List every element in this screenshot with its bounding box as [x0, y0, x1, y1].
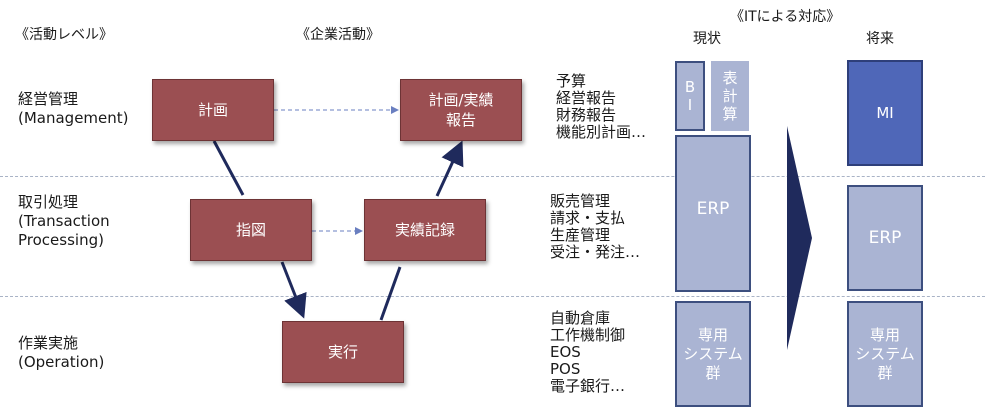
dedicated-future-box: 専用 システム 群 [847, 301, 923, 407]
dedicated-label: システム [855, 344, 915, 363]
level-name-en: (Operation) [18, 353, 105, 371]
activities-header: 《企業活動》 [296, 27, 380, 43]
execute-label: 実行 [327, 343, 358, 361]
dedicated-label: 専用 [697, 325, 728, 344]
mi-label: MI [876, 104, 894, 122]
list-item: 工作機制御 [550, 326, 626, 344]
list-item: POS [550, 360, 581, 378]
list-item: 機能別計画… [556, 123, 647, 141]
bi-char: B [684, 78, 696, 96]
levels-header: 《活動レベル》 [15, 27, 113, 43]
bi-char: I [687, 96, 693, 114]
erp-label: ERP [868, 228, 902, 248]
plan-label: 計画 [197, 101, 228, 119]
flow-line [379, 266, 402, 321]
bi-box: B I [675, 61, 705, 131]
list-item: EOS [550, 343, 581, 361]
spreadsheet-box: 表 計 算 [711, 61, 749, 131]
transition-arrow [787, 126, 812, 350]
separator-line [0, 296, 985, 297]
flow-arrow [435, 140, 464, 197]
current-header: 現状 [693, 31, 721, 47]
flow-line [212, 140, 245, 196]
level-name: 取引処理 [18, 193, 79, 211]
record-label: 実績記録 [394, 221, 455, 239]
flow-arrow [280, 261, 307, 319]
list-item: 財務報告 [556, 106, 617, 124]
list-item: 請求・支払 [550, 209, 626, 227]
record-box: 実績記録 [364, 199, 486, 261]
mi-box: MI [847, 60, 923, 166]
level-transaction: 取引処理 (Transaction Processing) [18, 193, 110, 250]
list-item: 受注・発注… [550, 243, 641, 261]
list-item: 自動倉庫 [550, 309, 611, 327]
future-header: 将来 [866, 31, 894, 47]
list-item: 電子銀行… [550, 377, 626, 395]
dedicated-label: 群 [877, 363, 893, 382]
erp-current-box: ERP [675, 135, 751, 292]
plan-report-label: 報告 [445, 111, 476, 129]
dedicated-label: 群 [705, 363, 721, 382]
level-name: 経営管理 [18, 90, 79, 108]
erp-label: ERP [696, 198, 730, 219]
plan-report-label: 計画/実績 [428, 91, 494, 109]
list-item: 予算 [556, 72, 587, 90]
level-management: 経営管理 (Management) [18, 90, 129, 128]
dedicated-label: 専用 [869, 325, 900, 344]
instruct-box: 指図 [190, 199, 312, 261]
operation-list: 自動倉庫 工作機制御 EOS POS 電子銀行… [550, 310, 625, 395]
level-name-en: (Transaction [18, 212, 110, 230]
plan-report-box: 計画/実績 報告 [400, 79, 522, 141]
it-header: 《ITによる対応》 [730, 9, 841, 25]
spreadsheet-char: 算 [722, 105, 738, 123]
level-name-en: (Management) [18, 109, 129, 127]
instruct-label: 指図 [235, 221, 266, 239]
plan-box: 計画 [152, 79, 274, 141]
management-list: 予算 経営報告 財務報告 機能別計画… [556, 73, 646, 141]
list-item: 経営報告 [556, 89, 617, 107]
level-name-en: Processing) [18, 231, 104, 249]
dedicated-label: システム [683, 344, 743, 363]
list-item: 販売管理 [550, 192, 611, 210]
execute-box: 実行 [282, 321, 404, 383]
separator-line [0, 176, 985, 177]
dedicated-current-box: 専用 システム 群 [675, 301, 751, 407]
level-name: 作業実施 [18, 334, 79, 352]
spreadsheet-char: 表 [722, 69, 738, 87]
level-operation: 作業実施 (Operation) [18, 334, 104, 372]
transaction-list: 販売管理 請求・支払 生産管理 受注・発注… [550, 193, 640, 261]
list-item: 生産管理 [550, 226, 611, 244]
erp-future-box: ERP [847, 185, 923, 291]
spreadsheet-char: 計 [722, 87, 738, 105]
